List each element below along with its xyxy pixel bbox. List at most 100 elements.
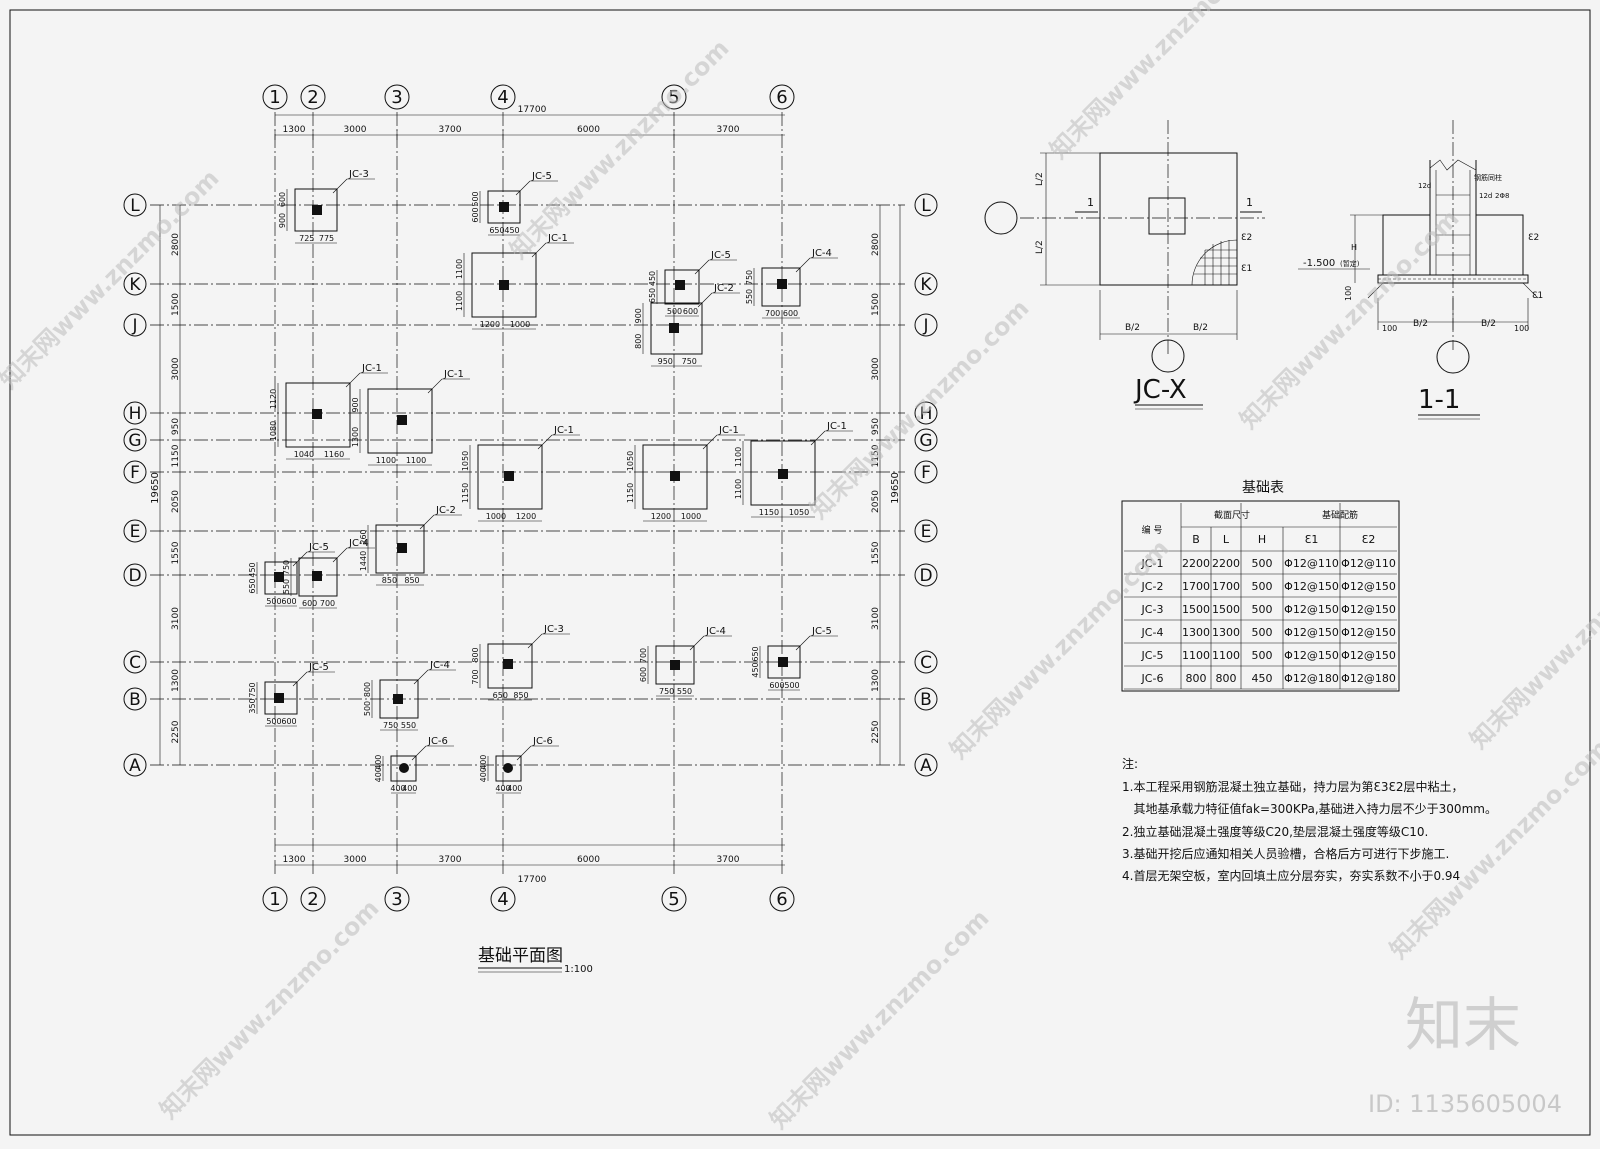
svg-text:12d: 12d [1479,192,1492,200]
svg-text:Ɛ1: Ɛ1 [1241,264,1252,274]
footing-dimension: 400 [402,784,417,793]
column-section [312,409,322,419]
brand-logo: 知末 [1405,991,1521,1059]
footing-dimension: 850 [513,691,528,700]
footing-dimension: 650 [493,691,508,700]
table-cell: 2200 [1182,557,1210,570]
leader-line [527,633,543,649]
plan-scale: 1:100 [564,964,593,975]
row-axis-label: C [920,653,932,673]
svg-text:Ɛ2: Ɛ2 [1241,233,1252,243]
column-section [499,280,509,290]
footing-label: JC-5 [531,171,552,182]
footing-outline [664,269,700,305]
footing-dimension: 550 [745,289,754,304]
footing-dimension: 900 [634,308,643,323]
row-spacing: 1550 [171,541,181,564]
footing-label: JC-1 [361,363,382,374]
leader-line [515,180,531,196]
footing-dimension: 500 [266,717,281,726]
footing-dimension: 700 [320,599,335,608]
row-axis-bubble [914,753,938,777]
row-spacing: 1300 [171,669,181,692]
column-axis-bubble [384,886,410,912]
footing-dimension: 600 [783,309,798,318]
footing-outline [375,524,425,574]
footing-outline [477,444,543,510]
footing-dimension: 600 [471,207,480,222]
footing-label: JC-5 [308,542,329,553]
column-section [397,415,407,425]
column-axis-label: 2 [307,889,318,910]
column-axis-bubble [490,84,516,110]
footing-dimension: 1150 [461,483,470,503]
row-axis-bubble [914,460,938,484]
footing-dimension: 1150 [626,483,635,503]
row-spacing: 1150 [171,444,181,467]
column-spacing: 3700 [439,125,462,135]
table-cell: 1500 [1212,603,1240,616]
leader-line [419,514,435,530]
column-section [393,694,403,704]
footing-label: JC-2 [435,505,456,516]
footing-dimension: 400 [390,784,405,793]
footing-dimension: 1050 [789,508,809,517]
footing-dimension: 600 [302,599,317,608]
row-axis-bubble [914,650,938,674]
table-cell: 1300 [1182,626,1210,639]
footing-dimension: 550 [677,687,692,696]
row-axis-label: F [921,463,931,483]
footing-dimension: 260 [359,529,368,544]
column-axis-bubble [384,84,410,110]
table-cell: 2200 [1212,557,1240,570]
column-axis-label: 1 [269,889,280,910]
row-spacing: 3000 [871,357,881,380]
footing-outline [294,188,338,232]
footing-label: JC-4 [811,248,832,259]
svg-text:Ɛ1: Ɛ1 [1532,291,1543,301]
footing-label: JC-1 [826,421,847,432]
table-cell: 500 [1252,603,1273,616]
footing-dimension: 800 [363,682,372,697]
footing-dimension: 450 [504,226,519,235]
column-spacing: 3700 [717,855,740,865]
table-cell: JC-3 [1141,603,1164,616]
watermark: 知末网www.znzmo.com [1044,0,1274,164]
svg-text:L/2: L/2 [1035,172,1045,186]
footing-dimension: 750 [383,721,398,730]
svg-text:B/2: B/2 [1193,323,1208,333]
column-section [499,202,509,212]
row-axis-bubble [123,428,147,452]
footing-label: JC-1 [443,369,464,380]
row-spacing: 950 [171,418,181,435]
column-axis-bubble [769,886,795,912]
footing-dimension: 600 [683,307,698,316]
row-spacing: 3000 [171,357,181,380]
footing-dimension: 1200 [651,512,671,521]
table-cell: 1100 [1212,649,1240,662]
note-line: 4.首层无架空板，室内回填土应分层夯实，夯实系数不小于0.94 [1122,868,1460,883]
footing-dimension: 750 [659,687,674,696]
footing-dimension: 1100 [734,479,743,499]
table-cell: 450 [1252,672,1273,685]
row-axis-bubble [123,313,147,337]
footing-dimension: 1000 [510,320,530,329]
footing-dimension: 1300 [351,427,360,447]
column-axis-label: 3 [391,889,402,910]
footing-label: JC-4 [429,660,450,671]
footing-dimension: 1100 [376,456,396,465]
column-axis-label: 3 [391,87,402,108]
leader-line [697,292,713,308]
svg-text:-1.500: -1.500 [1303,258,1335,269]
column-axis-bubble [300,886,326,912]
footing-dimension: 1050 [626,451,635,471]
jcx-detail: L/2 L/2 B/2 B/2 1 1 Ɛ2 Ɛ1 JC-X [984,120,1265,410]
row-spacing: 2250 [171,720,181,743]
